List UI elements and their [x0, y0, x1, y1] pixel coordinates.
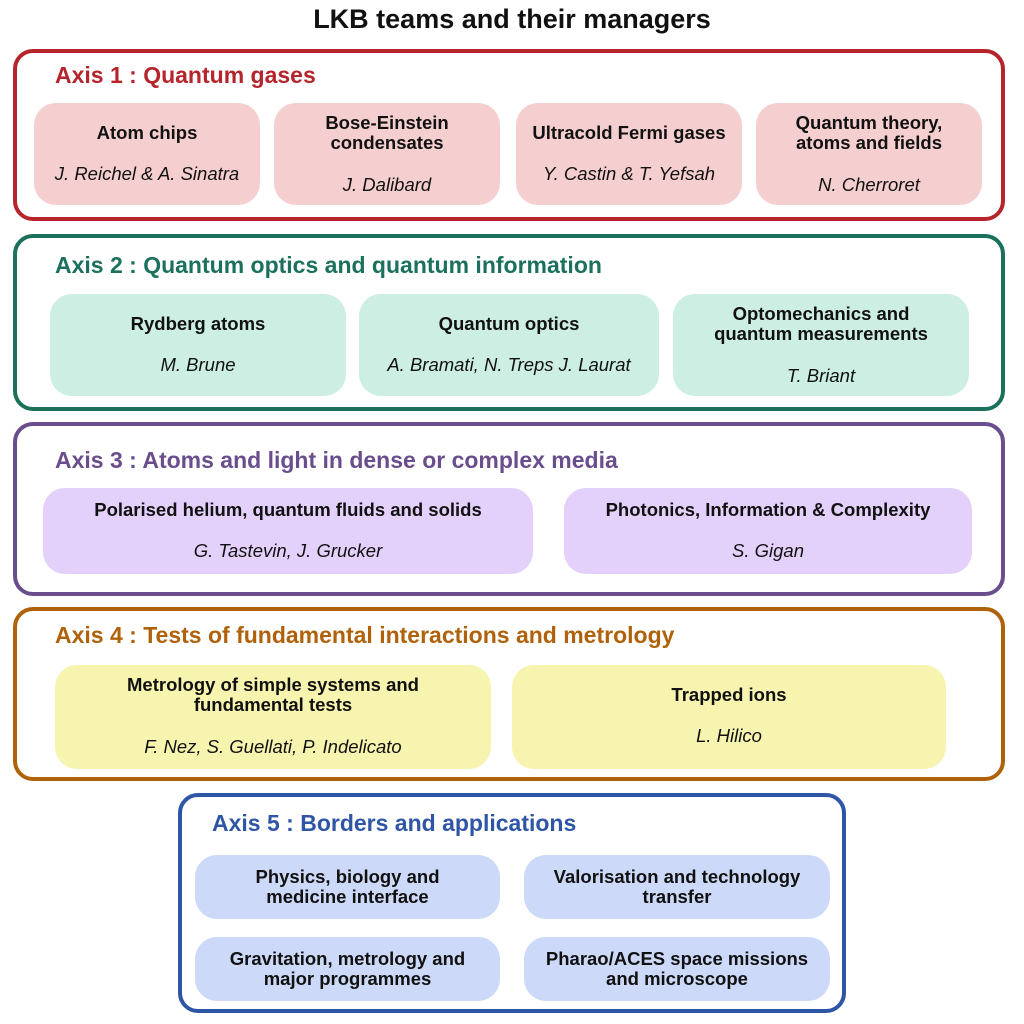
axis-4-box: Axis 4 : Tests of fundamental interactio…: [13, 607, 1005, 781]
team-name: Polarised helium, quantum fluids and sol…: [94, 499, 482, 520]
team-managers: S. Gigan: [732, 540, 804, 561]
team-managers: A. Bramati, N. Treps J. Laurat: [387, 354, 631, 375]
team-name: Physics, biology and medicine interface: [255, 866, 440, 907]
team-box: Ultracold Fermi gases Y. Castin & T. Yef…: [516, 103, 742, 205]
team-box: Quantum theory, atoms and fields N. Cher…: [756, 103, 982, 205]
axis-2-box: Axis 2 : Quantum optics and quantum info…: [13, 234, 1005, 411]
team-managers: N. Cherroret: [818, 174, 920, 195]
team-name: Trapped ions: [671, 684, 787, 705]
axis-5-title: Axis 5 : Borders and applications: [212, 810, 577, 836]
team-managers: Y. Castin & T. Yefsah: [542, 163, 716, 184]
team-name: Optomechanics and quantum measurements: [714, 303, 928, 344]
team-name: Quantum theory, atoms and fields: [795, 112, 943, 153]
axis-3-box: Axis 3 : Atoms and light in dense or com…: [13, 422, 1005, 596]
team-name: Valorisation and technology transfer: [553, 866, 801, 907]
team-managers: J. Reichel & A. Sinatra: [54, 163, 240, 184]
team-name: Metrology of simple systems and fundamen…: [127, 674, 419, 715]
team-box: Pharao/ACES space missions and microscop…: [524, 937, 830, 1001]
team-managers: M. Brune: [160, 354, 236, 375]
team-managers: J. Dalibard: [342, 174, 432, 195]
axis-5-box: Axis 5 : Borders and applications Physic…: [178, 793, 846, 1013]
team-box: Polarised helium, quantum fluids and sol…: [43, 488, 533, 574]
axis-1-box: Axis 1 : Quantum gases Atom chips J. Rei…: [13, 49, 1005, 221]
team-box: Physics, biology and medicine interface: [195, 855, 500, 919]
team-box: Photonics, Information & Complexity S. G…: [564, 488, 972, 574]
team-box: Rydberg atoms M. Brune: [50, 294, 346, 396]
team-managers: T. Briant: [786, 365, 856, 386]
team-name: Bose-Einstein condensates: [325, 112, 449, 153]
axis-4-title: Axis 4 : Tests of fundamental interactio…: [55, 622, 675, 648]
team-box: Quantum optics A. Bramati, N. Treps J. L…: [359, 294, 659, 396]
team-managers: L. Hilico: [696, 725, 762, 746]
team-box: Trapped ions L. Hilico: [512, 665, 946, 769]
team-box: Optomechanics and quantum measurements T…: [673, 294, 969, 396]
team-box: Gravitation, metrology and major program…: [195, 937, 500, 1001]
team-box: Metrology of simple systems and fundamen…: [55, 665, 491, 769]
team-name: Quantum optics: [438, 313, 580, 334]
team-name: Gravitation, metrology and major program…: [229, 948, 466, 989]
team-name: Atom chips: [96, 122, 198, 143]
team-name: Photonics, Information & Complexity: [605, 499, 931, 520]
team-name: Ultracold Fermi gases: [532, 122, 726, 143]
team-name: Rydberg atoms: [130, 313, 266, 334]
axis-1-title: Axis 1 : Quantum gases: [55, 62, 316, 88]
team-box: Valorisation and technology transfer: [524, 855, 830, 919]
team-name: Pharao/ACES space missions and microscop…: [545, 948, 809, 989]
team-box: Bose-Einstein condensates J. Dalibard: [274, 103, 500, 205]
diagram-title: LKB teams and their managers: [313, 4, 711, 34]
team-managers: F. Nez, S. Guellati, P. Indelicato: [144, 736, 402, 757]
team-managers: G. Tastevin, J. Grucker: [193, 540, 383, 561]
axis-2-title: Axis 2 : Quantum optics and quantum info…: [55, 252, 602, 278]
axis-3-title: Axis 3 : Atoms and light in dense or com…: [55, 447, 618, 473]
team-box: Atom chips J. Reichel & A. Sinatra: [34, 103, 260, 205]
